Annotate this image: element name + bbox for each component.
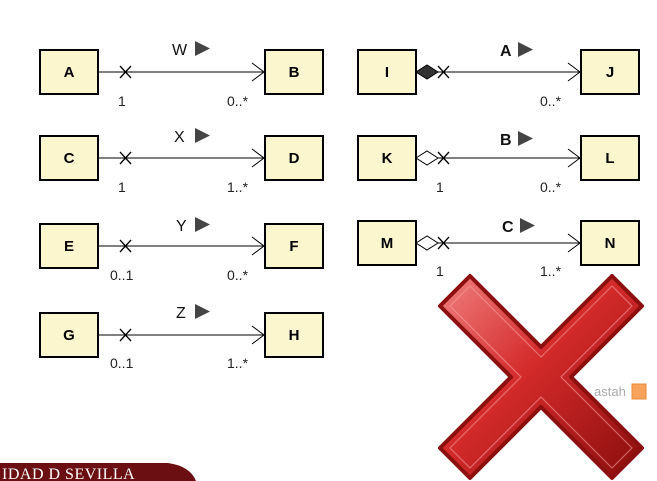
target-multiplicity: 1..* xyxy=(227,355,249,371)
source-multiplicity: 1 xyxy=(118,93,126,109)
non-navigable-mark xyxy=(119,328,132,342)
non-navigable-mark xyxy=(119,65,132,79)
non-navigable-mark xyxy=(437,151,450,165)
target-multiplicity: 0..* xyxy=(227,267,249,283)
class-name: C xyxy=(64,150,75,167)
class-name: J xyxy=(606,64,614,81)
red-cross-icon xyxy=(438,274,644,480)
direction-triangle-icon xyxy=(195,128,210,143)
association-e-f: Y 0..1 0..* xyxy=(98,217,265,283)
source-multiplicity: 1 xyxy=(436,263,444,279)
aggregation-diamond xyxy=(415,235,439,251)
astah-watermark: astah xyxy=(594,383,647,400)
class-name: B xyxy=(289,64,300,81)
target-multiplicity: 1..* xyxy=(540,263,562,279)
class-name: L xyxy=(605,150,614,167)
association-a-b: W 1 0..* xyxy=(98,41,265,109)
direction-triangle-icon xyxy=(195,304,210,319)
non-navigable-mark xyxy=(437,236,450,250)
class-e[interactable]: E xyxy=(39,223,99,269)
target-multiplicity: 1..* xyxy=(227,179,249,195)
source-multiplicity: 0..1 xyxy=(110,267,134,283)
direction-triangle-icon xyxy=(518,131,533,146)
class-f[interactable]: F xyxy=(264,223,324,269)
association-i-j: A 0..* xyxy=(415,42,581,109)
association-m-n: C 1 1..* xyxy=(415,218,581,279)
direction-triangle-icon xyxy=(520,218,535,233)
target-multiplicity: 0..* xyxy=(540,93,562,109)
direction-triangle-icon xyxy=(195,217,210,232)
association-g-h: Z 0..1 1..* xyxy=(98,304,265,371)
target-multiplicity: 0..* xyxy=(540,179,562,195)
composition-diamond xyxy=(415,64,439,80)
class-name: F xyxy=(289,238,298,255)
class-k[interactable]: K xyxy=(357,135,417,181)
class-b[interactable]: B xyxy=(264,49,324,95)
class-name: K xyxy=(382,150,393,167)
target-multiplicity: 0..* xyxy=(227,93,249,109)
source-multiplicity: 0..1 xyxy=(110,355,134,371)
watermark-text: astah xyxy=(594,384,626,399)
class-name: G xyxy=(63,327,75,344)
non-navigable-mark xyxy=(119,151,132,165)
class-i[interactable]: I xyxy=(357,49,417,95)
source-multiplicity: 1 xyxy=(118,179,126,195)
association-name: C xyxy=(502,219,514,236)
footer-band: IDAD D SEVILLA xyxy=(0,463,196,481)
direction-triangle-icon xyxy=(518,42,533,57)
association-name: Z xyxy=(176,305,186,322)
class-l[interactable]: L xyxy=(580,135,640,181)
direction-triangle-icon xyxy=(195,41,210,56)
class-name: M xyxy=(381,235,394,252)
class-name: E xyxy=(64,238,74,255)
association-k-l: B 1 0..* xyxy=(415,131,581,195)
non-navigable-mark xyxy=(119,239,132,253)
association-name: X xyxy=(174,129,185,146)
class-name: D xyxy=(289,150,300,167)
class-name: A xyxy=(64,64,75,81)
non-navigable-mark xyxy=(437,65,450,79)
class-c[interactable]: C xyxy=(39,135,99,181)
class-a[interactable]: A xyxy=(39,49,99,95)
class-name: H xyxy=(289,327,300,344)
class-name: I xyxy=(385,64,389,81)
association-name: Y xyxy=(176,218,187,235)
footer-text: IDAD D SEVILLA xyxy=(2,466,135,481)
astah-logo-icon xyxy=(631,383,647,400)
class-name: N xyxy=(605,235,616,252)
class-h[interactable]: H xyxy=(264,312,324,358)
class-m[interactable]: M xyxy=(357,220,417,266)
aggregation-diamond xyxy=(415,150,439,166)
association-name: B xyxy=(500,132,512,149)
class-g[interactable]: G xyxy=(39,312,99,358)
source-multiplicity: 1 xyxy=(436,179,444,195)
association-name: A xyxy=(500,43,512,60)
association-c-d: X 1 1..* xyxy=(98,128,265,195)
association-name: W xyxy=(172,42,188,59)
class-d[interactable]: D xyxy=(264,135,324,181)
class-n[interactable]: N xyxy=(580,220,640,266)
class-j[interactable]: J xyxy=(580,49,640,95)
